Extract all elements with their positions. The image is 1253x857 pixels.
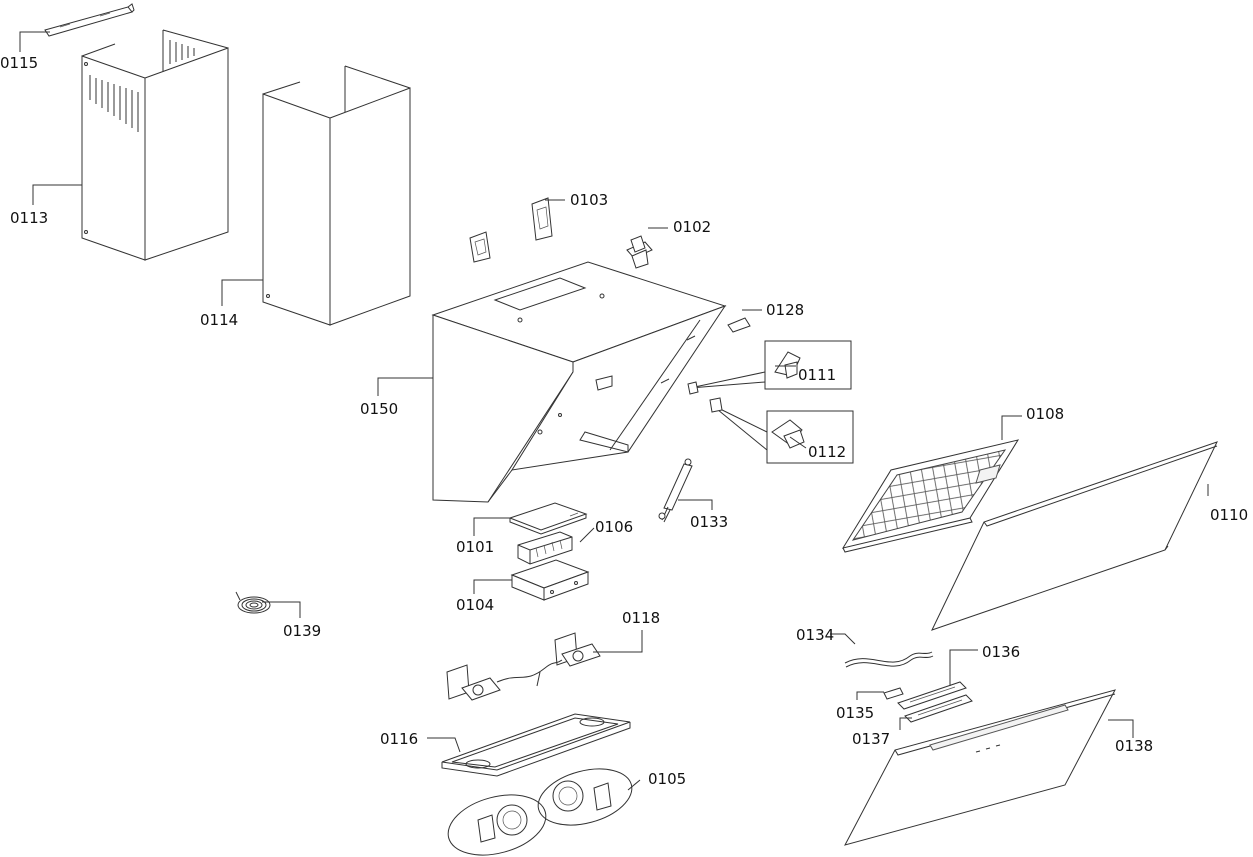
label-0112: 0112 — [808, 443, 846, 461]
label-0101: 0101 — [456, 538, 494, 556]
label-0118: 0118 — [622, 609, 660, 627]
part-0112-latch-callout — [709, 397, 854, 464]
part-0110-glass-panel — [931, 441, 1218, 631]
part-0115-bracket — [44, 3, 135, 37]
label-0139: 0139 — [283, 622, 321, 640]
label-0115: 0115 — [0, 54, 38, 72]
part-0108-grease-filter — [841, 439, 1020, 553]
part-0106-terminal-block — [517, 531, 573, 565]
part-0104-control-box — [510, 559, 590, 601]
part-0116-lamp-tray — [441, 713, 631, 777]
label-0136: 0136 — [982, 643, 1020, 661]
label-0137: 0137 — [852, 730, 890, 748]
part-0102-clip — [626, 235, 653, 269]
part-0135-connector — [883, 687, 904, 700]
label-0105: 0105 — [648, 770, 686, 788]
part-0128-small-clip — [727, 317, 751, 333]
label-0102: 0102 — [673, 218, 711, 236]
label-0116: 0116 — [380, 730, 418, 748]
label-0134: 0134 — [796, 626, 834, 644]
label-0114: 0114 — [200, 311, 238, 329]
label-0128: 0128 — [766, 301, 804, 319]
label-0106: 0106 — [595, 518, 633, 536]
part-0136-control-strip — [897, 681, 967, 710]
label-0103: 0103 — [570, 191, 608, 209]
part-0118-lamp-holders — [446, 632, 601, 701]
part-labels: 0115 0113 0114 0103 0102 0128 0111 0112 … — [0, 54, 1248, 788]
part-0134-cable — [844, 651, 934, 668]
label-0135: 0135 — [836, 704, 874, 722]
part-0101-control-board — [508, 502, 588, 535]
part-0137-display-strip — [904, 694, 973, 723]
part-0105-lamps — [447, 768, 633, 856]
part-0138-front-panel — [844, 689, 1116, 846]
label-0110: 0110 — [1210, 506, 1248, 524]
part-0139-cable-coil — [235, 591, 271, 614]
label-0108: 0108 — [1026, 405, 1064, 423]
part-0114-lower-chimney — [262, 65, 411, 326]
label-0138: 0138 — [1115, 737, 1153, 755]
label-0113: 0113 — [10, 209, 48, 227]
leader-lines — [19, 31, 1209, 791]
part-0133-gas-strut — [658, 458, 693, 523]
part-0103-mount-brackets — [469, 197, 553, 263]
label-0111: 0111 — [798, 366, 836, 384]
part-0150-hood-body — [431, 261, 727, 503]
label-0104: 0104 — [456, 596, 494, 614]
label-0150: 0150 — [360, 400, 398, 418]
part-0113-upper-chimney — [81, 29, 229, 261]
label-0133: 0133 — [690, 513, 728, 531]
